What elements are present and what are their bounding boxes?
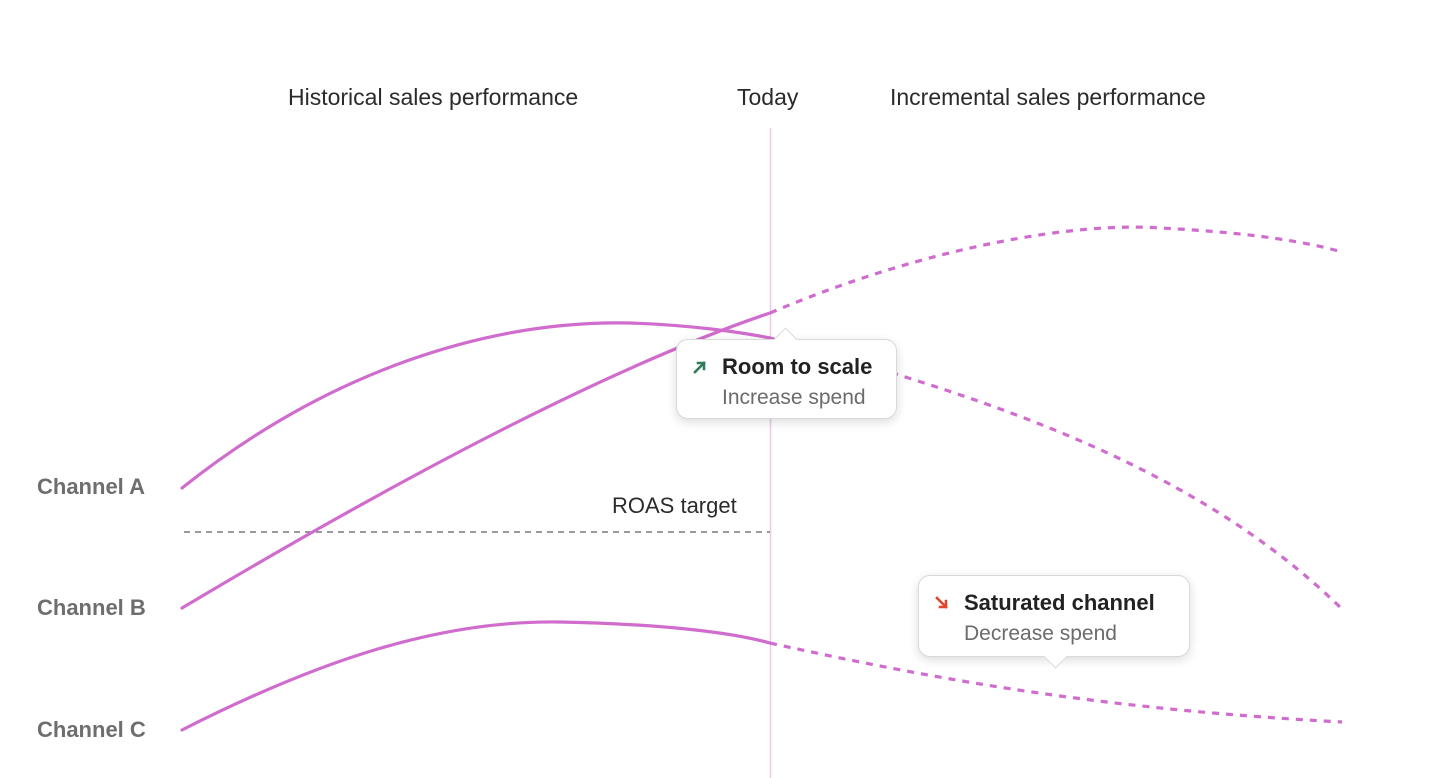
channel-b-projected-curve [769,225,1343,315]
arrow-up-right-icon [693,361,706,374]
roas-target-label: ROAS target [612,493,737,518]
callout-subtitle: Decrease spend [964,622,1117,645]
channel-a-label: Channel A [37,474,145,499]
callout-title: Saturated channel [964,590,1155,615]
room-to-scale-callout: Room to scale Increase spend [676,327,897,419]
today-header: Today [737,84,799,110]
channel-a-historical-curve [180,321,772,490]
channel-c-historical-curve [180,620,772,732]
channel-c-label: Channel C [37,717,146,742]
saturated-channel-callout: Saturated channel Decrease spend [918,575,1190,669]
callout-title: Room to scale [722,354,873,379]
callout-subtitle: Increase spend [722,386,866,409]
incremental-header: Incremental sales performance [890,84,1206,110]
channel-b-label: Channel B [37,595,146,620]
arrow-down-right-icon [935,596,948,609]
historical-header: Historical sales performance [288,84,579,110]
